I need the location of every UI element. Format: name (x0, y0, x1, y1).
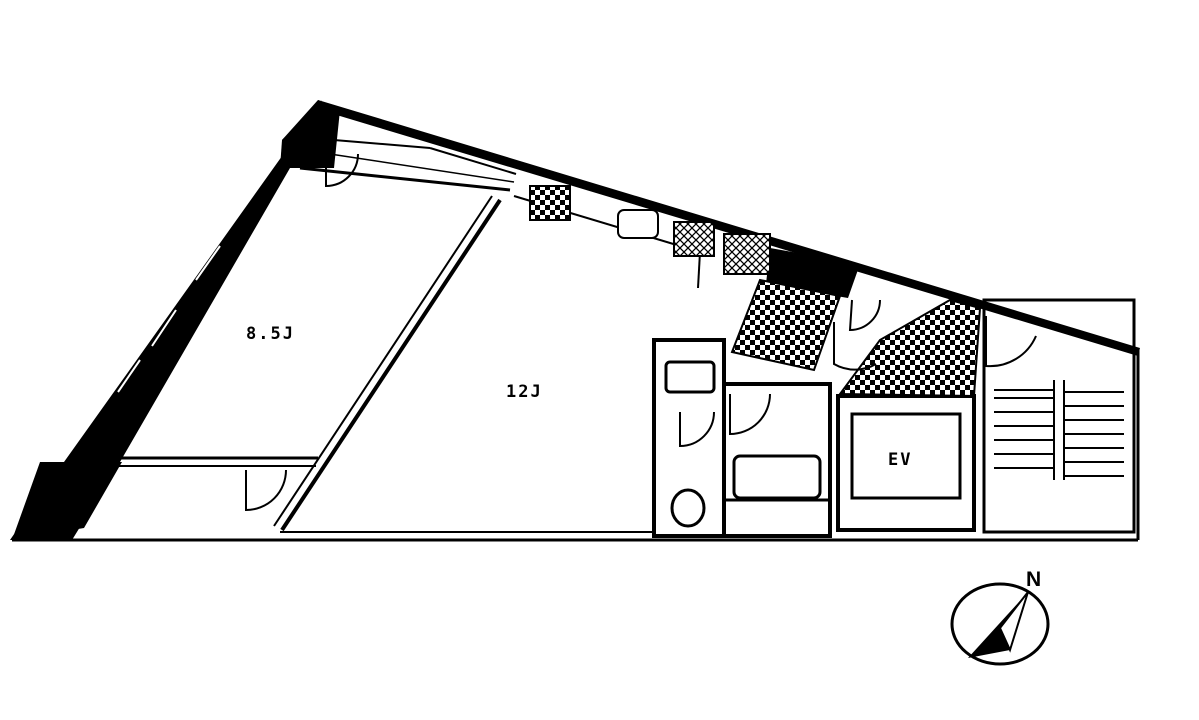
outer-walls (10, 100, 1140, 540)
north-label: N (1026, 568, 1042, 591)
bath-fixtures (664, 360, 822, 528)
kitchen (529, 185, 771, 275)
doors (245, 153, 1037, 512)
north-arrow-icon (950, 582, 1050, 666)
room-b-label: 12J (506, 382, 543, 402)
tiled-floor (730, 278, 982, 398)
windows (117, 245, 296, 463)
elevator-label: EV (888, 450, 913, 470)
staircase (994, 391, 1124, 477)
room-a-label: 8.5J (246, 324, 295, 344)
